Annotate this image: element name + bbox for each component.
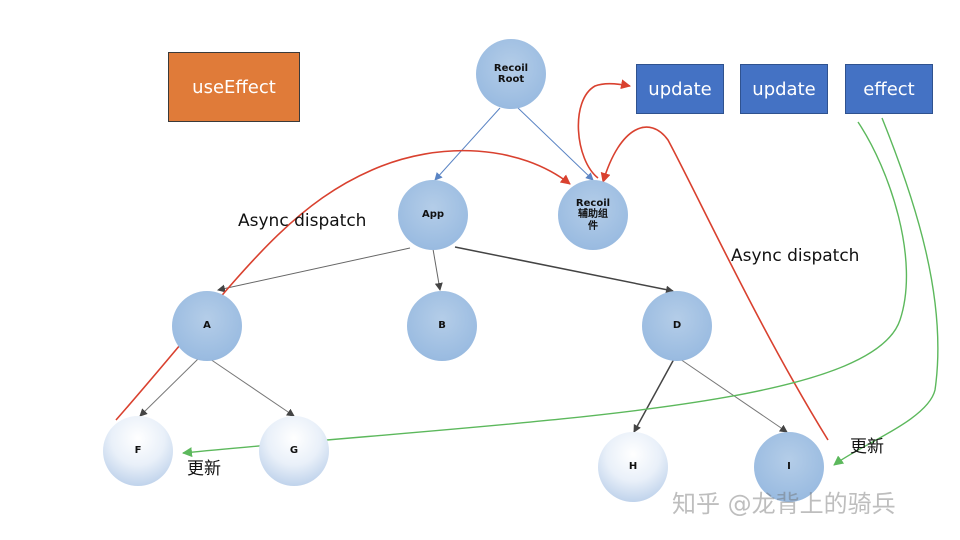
node-d: D bbox=[642, 291, 712, 361]
node-i: I bbox=[754, 432, 824, 502]
async-dispatch-label-right: Async dispatch bbox=[731, 246, 860, 266]
green-arrow-effect-to-i bbox=[833, 117, 939, 466]
update-label-left: 更新 bbox=[187, 459, 221, 479]
effect-box: effect bbox=[845, 64, 933, 114]
node-a: A bbox=[172, 291, 242, 361]
edge-a-f bbox=[139, 358, 199, 417]
green-arrow-effect-to-f bbox=[182, 121, 908, 458]
edge-a-g bbox=[209, 358, 295, 417]
edge-app-d bbox=[454, 246, 674, 294]
node-app: App bbox=[398, 180, 468, 250]
red-arrow-i-to-helper bbox=[600, 126, 829, 441]
edge-root-app bbox=[434, 107, 501, 181]
use-effect-box: useEffect bbox=[168, 52, 300, 122]
node-b: B bbox=[407, 291, 477, 361]
edge-d-h bbox=[633, 358, 675, 433]
edge-root-helper bbox=[517, 107, 594, 181]
watermark-text: 知乎 @龙背上的骑兵 bbox=[672, 490, 896, 518]
node-recoil-helper: Recoil 辅助组 件 bbox=[558, 180, 628, 250]
node-g: G bbox=[259, 416, 329, 486]
update-label-right: 更新 bbox=[850, 437, 884, 457]
edge-app-b bbox=[432, 248, 443, 291]
node-f: F bbox=[103, 416, 173, 486]
node-recoil-root: Recoil Root bbox=[476, 39, 546, 109]
node-h: H bbox=[598, 432, 668, 502]
async-dispatch-label-left: Async dispatch bbox=[238, 211, 367, 231]
edge-app-a bbox=[217, 247, 411, 293]
red-arrow-f-to-helper bbox=[115, 149, 571, 421]
red-arrow-helper-to-update bbox=[577, 79, 631, 179]
update-box-2: update bbox=[740, 64, 828, 114]
update-box-1: update bbox=[636, 64, 724, 114]
